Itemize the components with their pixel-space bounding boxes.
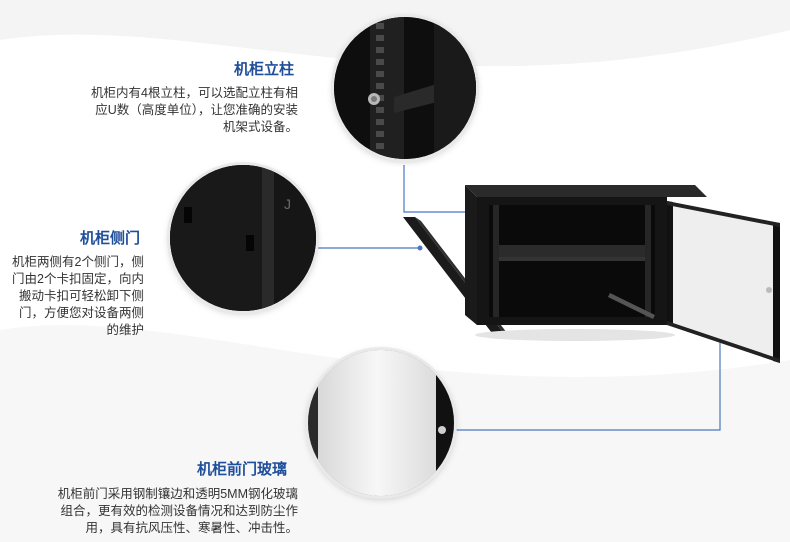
front-glass-desc-line-2: 组合，更有效的检测设备情况和达到防尘作 bbox=[60, 504, 298, 518]
side-door-desc-line-5: 的维护 bbox=[106, 323, 144, 337]
rack-pillar-icon bbox=[334, 17, 476, 159]
svg-text:J: J bbox=[284, 196, 291, 212]
pillar-closeup-image bbox=[334, 17, 476, 159]
pillar-desc-line-1: 机柜内有4根立柱，可以选配立柱有相 bbox=[91, 86, 298, 100]
front-glass-description: 机柜前门采用钢制镶边和透明5MM钢化玻璃 组合，更有效的检测设备情况和达到防尘作… bbox=[58, 486, 298, 537]
side-door-title: 机柜侧门 bbox=[80, 230, 141, 247]
front-glass-title: 机柜前门玻璃 bbox=[197, 461, 288, 478]
side-door-desc-line-4: 门，方便您对设备两侧 bbox=[18, 306, 144, 320]
side-door-desc-line-1: 机柜两侧有2个侧门，侧 bbox=[12, 255, 144, 269]
wall-mount-cabinet-image bbox=[403, 185, 780, 363]
front-glass-desc-line-1: 机柜前门采用钢制镶边和透明5MM钢化玻璃 bbox=[57, 487, 298, 501]
side-door-desc-line-2: 门由2个卡扣固定，向内 bbox=[12, 272, 144, 286]
side-door-closeup-image: J bbox=[170, 165, 316, 311]
side-door-desc-line-3: 搬动卡扣可轻松卸下侧 bbox=[18, 289, 144, 303]
pillar-title: 机柜立柱 bbox=[234, 61, 295, 78]
front-glass-desc-line-3: 用，具有抗风压性、寒暑性、冲击性。 bbox=[85, 521, 298, 535]
pillar-desc-line-2: 应U数（高度单位），让您准确的安装 bbox=[95, 103, 298, 117]
pillar-description: 机柜内有4根立柱，可以选配立柱有相 应U数（高度单位），让您准确的安装 机架式设… bbox=[91, 85, 298, 136]
side-door-latch-icon: J bbox=[170, 165, 316, 311]
glass-door-icon bbox=[308, 350, 454, 496]
pillar-desc-line-3: 机架式设备。 bbox=[222, 120, 298, 134]
glass-door-closeup-image bbox=[308, 350, 454, 496]
side-door-description: 机柜两侧有2个侧门，侧 门由2个卡扣固定，向内 搬动卡扣可轻松卸下侧 门，方便您… bbox=[12, 254, 144, 339]
